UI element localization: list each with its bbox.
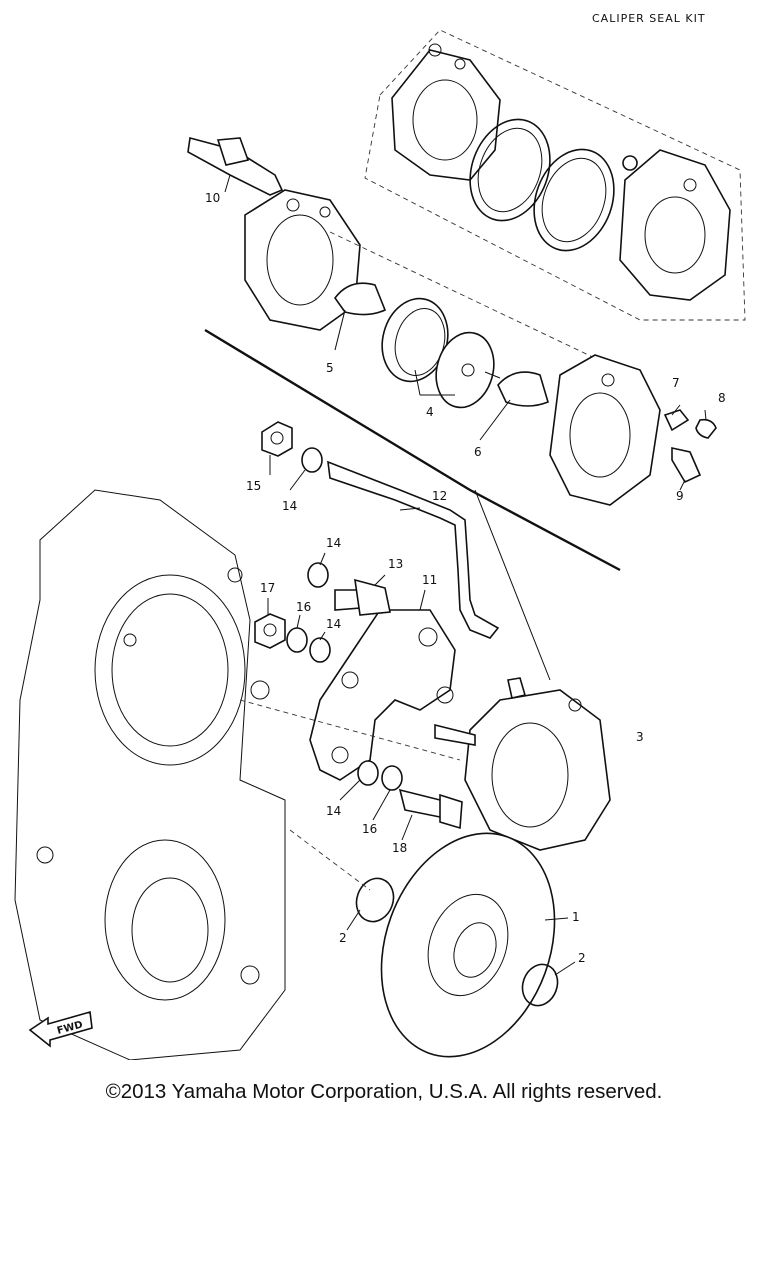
stud-bolt-10 [187,136,284,196]
pad-shim-6 [497,371,549,407]
callout-17: 17 [260,581,275,595]
brake-assembly-exploded-diagram: FWD 10 5 4 6 7 8 9 15 14 12 14 13 11 17 … [14,29,746,1060]
callout-9: 9 [676,489,684,503]
seal-kit-small-oring [622,155,638,171]
washer-14-left [309,637,331,663]
pad-shim-5 [334,282,387,316]
washer-16-left [286,627,308,653]
washer-14-mid [307,562,329,588]
bolt-13 [334,578,391,616]
callout-1: 1 [572,910,580,924]
forward-direction-arrow: FWD [28,1010,93,1048]
callout-14-bottom: 14 [326,804,341,818]
nut-17 [254,613,286,649]
brake-lever-12 [327,460,500,639]
piston-seal-ring-1 [469,118,551,222]
chaincase-housing [14,489,286,1060]
caliper-assembly-3 [434,677,611,851]
bleed-screw-7 [663,409,690,432]
seal-kit-caliper-half-left [391,43,501,181]
callout-16-top: 16 [296,600,311,614]
seal-kit-boundary [364,29,746,321]
callout-13: 13 [388,557,403,571]
callout-18: 18 [392,841,407,855]
piston-seal-ring-2 [533,148,615,252]
group-separator-line [204,328,621,572]
callout-16-bottom: 16 [362,822,377,836]
callout-7: 7 [672,376,680,390]
callout-6: 6 [474,445,482,459]
circlip-2-right [521,963,559,1007]
caliper-body-right [549,354,661,506]
copyright-notice: ©2013 Yamaha Motor Corporation, U.S.A. A… [105,1080,663,1103]
bleed-cap-8 [695,418,717,439]
callout-14-left: 14 [326,617,341,631]
washer-14-bottom [357,760,379,786]
bolt-18 [398,788,463,830]
washer-14-top [301,447,323,473]
callout-2-right: 2 [578,951,586,965]
callout-2-left: 2 [339,931,347,945]
callout-4: 4 [426,405,434,419]
callout-14-top: 14 [282,499,297,513]
callout-14-mid: 14 [326,536,341,550]
callout-15: 15 [246,479,261,493]
callout-3: 3 [636,730,644,744]
caliper-bolt-9 [671,447,702,484]
circlip-2-left [355,877,395,923]
callout-5: 5 [326,361,334,375]
washer-16-bottom [381,765,403,791]
brake-disc-1 [380,832,556,1058]
callout-11: 11 [422,573,437,587]
caliper-seal-kit-title: CALIPER SEAL KIT [592,12,706,25]
seal-kit-caliper-half-right [619,149,731,301]
callout-8: 8 [718,391,726,405]
callout-12: 12 [432,489,447,503]
nut-15 [261,421,293,457]
brake-pad-4a [381,297,449,383]
brake-pad-4b [435,331,501,409]
callout-10: 10 [205,191,220,205]
caliper-bracket-11 [309,609,456,781]
